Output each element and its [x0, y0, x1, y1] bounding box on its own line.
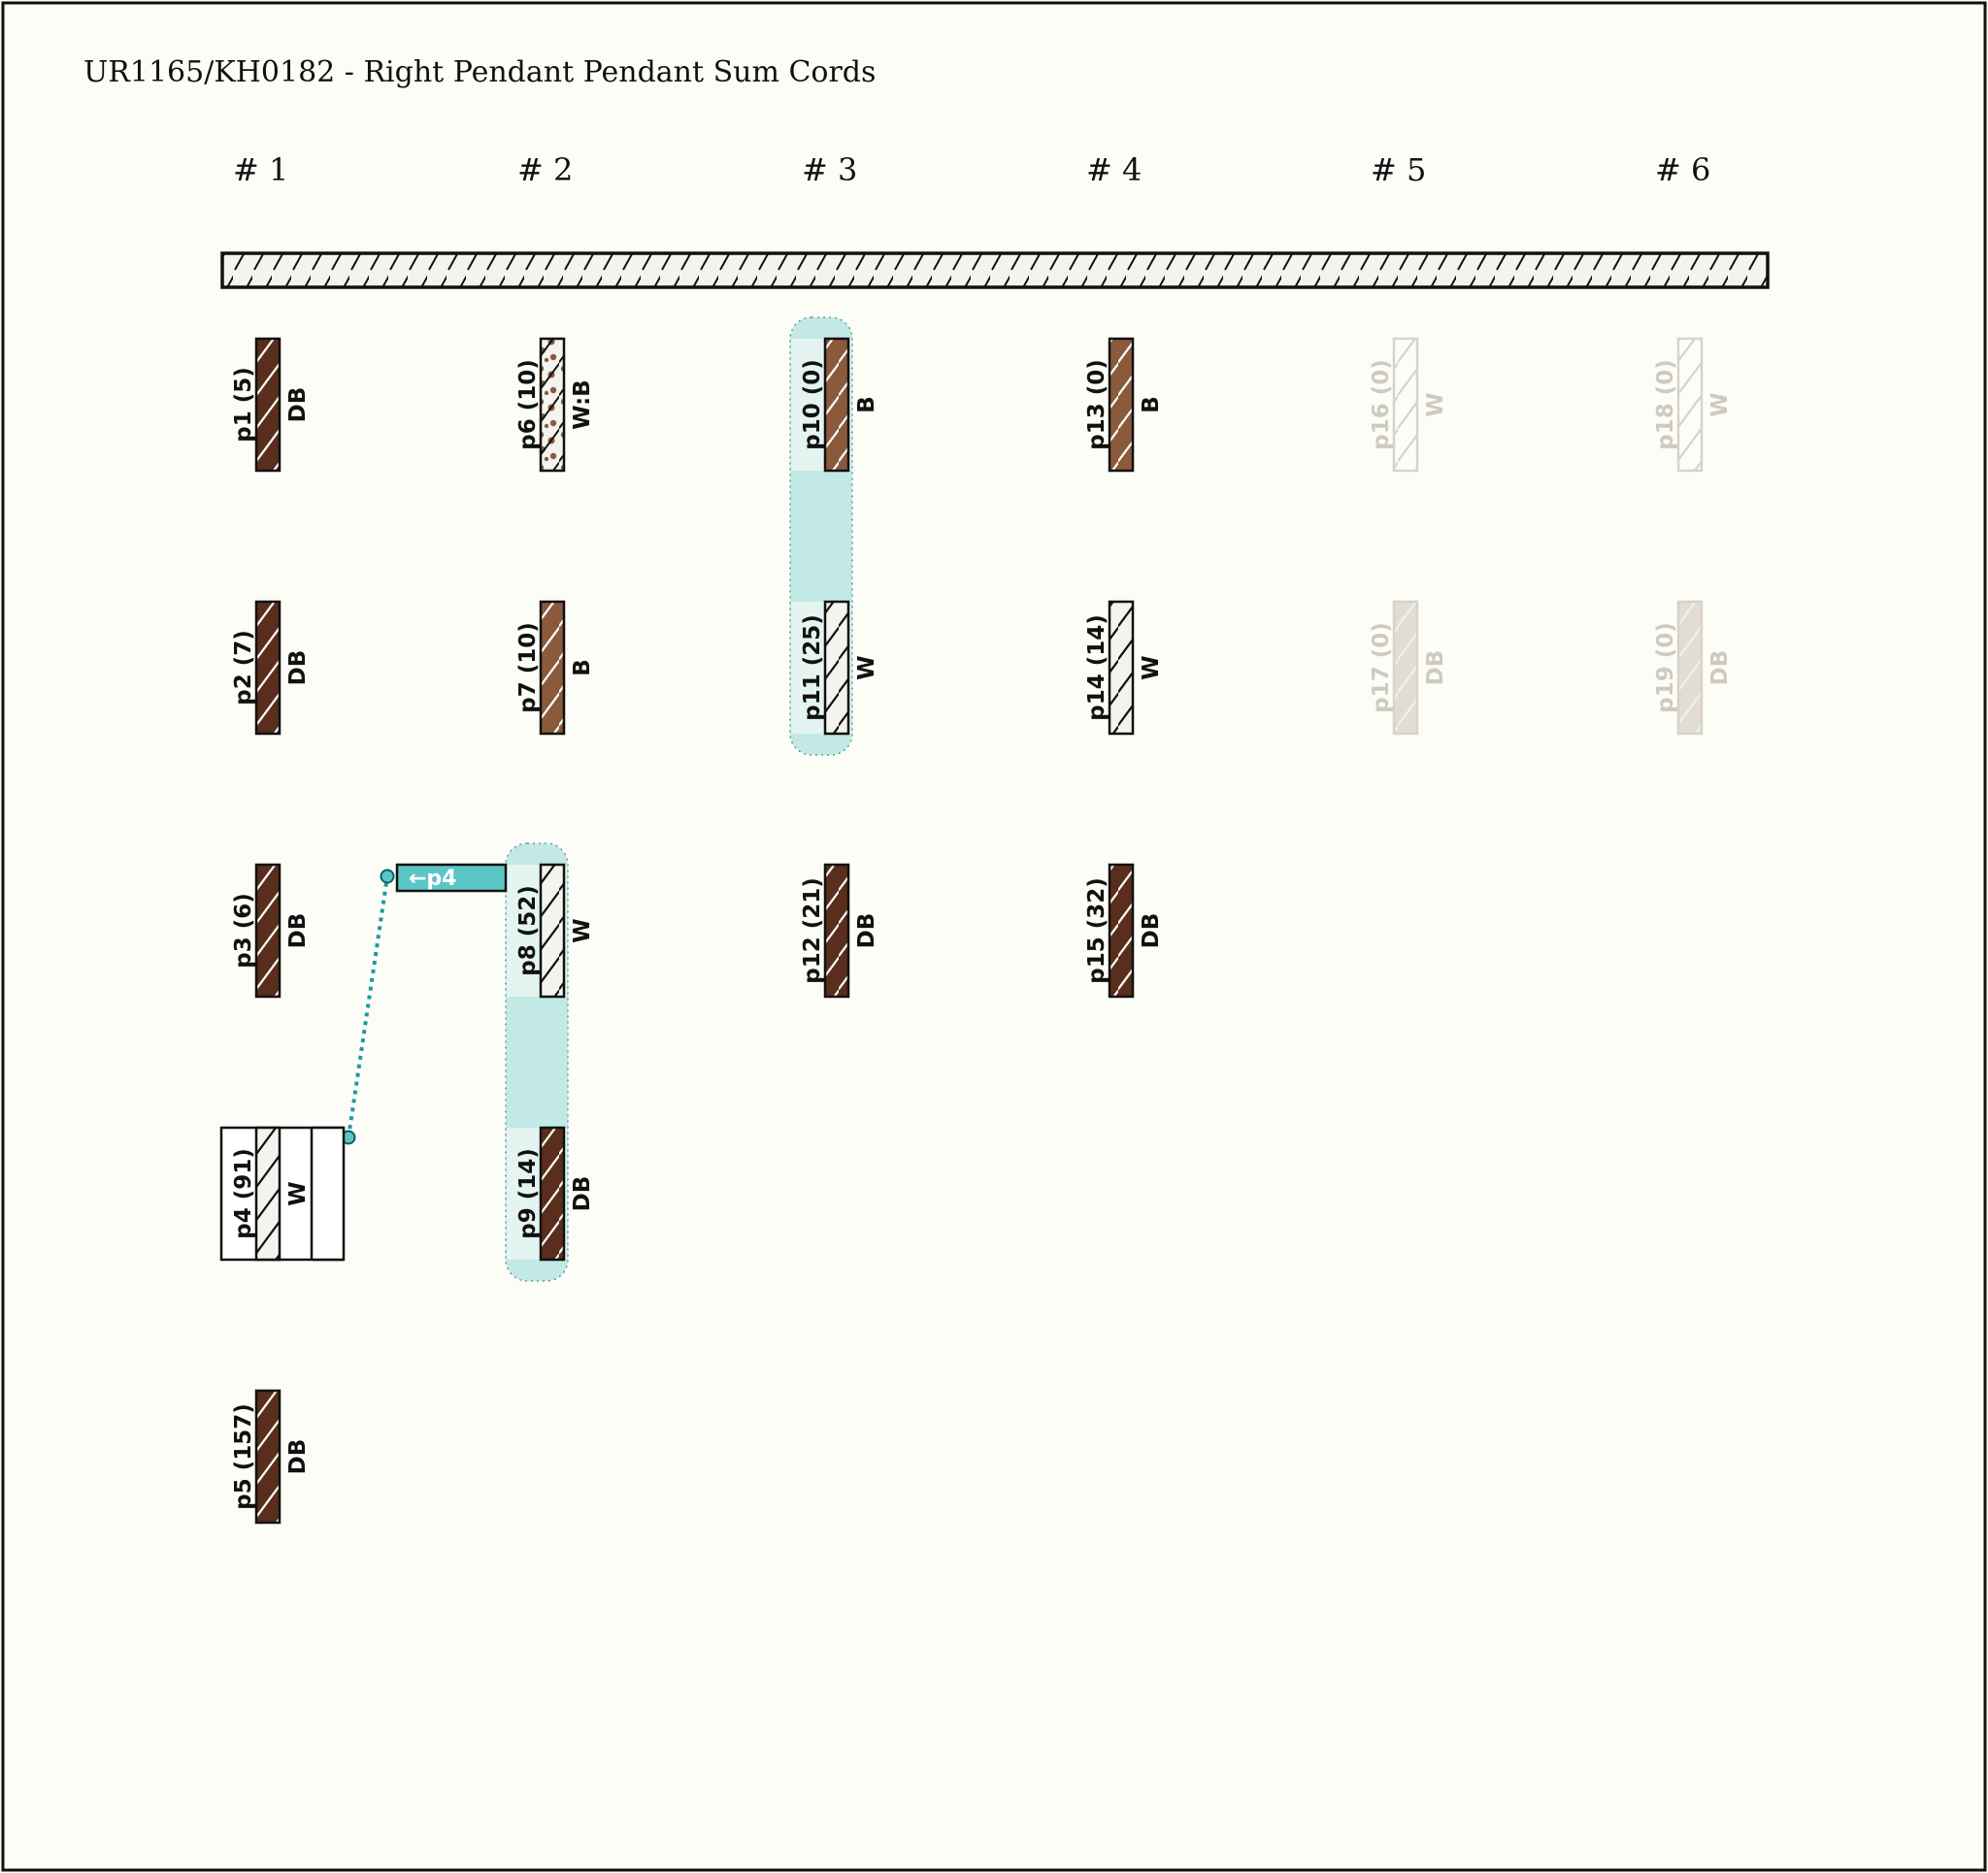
cord-color-code: DB: [1139, 913, 1164, 949]
cord-body: [1676, 600, 1704, 736]
cord-body: [1676, 337, 1704, 473]
cord-body: [1108, 600, 1135, 736]
pendant-cord-p8[interactable]: p8 (52) W: [515, 863, 595, 999]
cord-label: p9 (14): [515, 1148, 541, 1239]
pendant-cord-p2[interactable]: p2 (7) DB: [231, 600, 311, 736]
cord-color-code: DB: [1423, 650, 1448, 686]
pendant-cord-p9[interactable]: p9 (14) DB: [515, 1126, 595, 1262]
cord-body: [823, 863, 850, 999]
cord-label: p13 (0): [1084, 359, 1110, 450]
cord-body: [1108, 863, 1135, 999]
cord-label: p10 (0): [800, 359, 825, 450]
cord-body: [254, 1389, 282, 1525]
cord-color-code: DB: [570, 1176, 595, 1212]
link-tab-to-label: ←p4: [409, 867, 457, 891]
link-connector: [347, 875, 389, 1138]
group-label-6: # 6: [1655, 151, 1710, 188]
cord-label: p6 (10): [515, 359, 541, 450]
pendant-cord-p3[interactable]: p3 (6) DB: [231, 863, 311, 999]
cord-body: [254, 1126, 282, 1262]
pendant-cord-p11[interactable]: p11 (25) W: [800, 600, 879, 736]
cord-body: [539, 863, 566, 999]
cord-body: [1392, 337, 1419, 473]
cord-body: [823, 600, 850, 736]
group-label-5: # 5: [1371, 151, 1426, 188]
cord-color-code: DB: [285, 1439, 311, 1475]
cord-label: p11 (25): [800, 614, 825, 721]
group-labels: # 1 # 2 # 3 # 4 # 5 # 6: [233, 151, 1710, 188]
primary-cord: [220, 251, 1770, 289]
cord-body: [823, 337, 850, 473]
cord-label: p12 (21): [800, 877, 825, 984]
cord-color-code: W: [1423, 392, 1448, 416]
pendant-cord-p6[interactable]: p6 (10) W:B: [515, 337, 595, 473]
cord-body: [254, 863, 282, 999]
pendant-cord-p18[interactable]: p18 (0) W: [1653, 337, 1733, 473]
cord-color-code: W:B: [570, 379, 595, 429]
group-label-4: # 4: [1086, 151, 1142, 188]
cord-color-code: W: [1707, 392, 1733, 416]
cord-label: p18 (0): [1653, 359, 1678, 450]
pendant-cord-p12[interactable]: p12 (21) DB: [800, 863, 879, 999]
cord-label: p3 (6): [231, 893, 256, 969]
diagram-title: UR1165/KH0182 - Right Pendant Pendant Su…: [83, 55, 876, 89]
cord-label: p5 (157): [231, 1403, 256, 1510]
cord-label: p16 (0): [1369, 359, 1394, 450]
cord-color-code: DB: [285, 913, 311, 949]
pendant-cord-p4[interactable]: p4 (91) W: [219, 1126, 346, 1262]
cord-body: [539, 337, 566, 473]
pendant-cord-p5[interactable]: p5 (157) DB: [231, 1389, 311, 1525]
pendant-cord-p19[interactable]: p19 (0) DB: [1653, 600, 1733, 736]
group-label-2: # 2: [517, 151, 573, 188]
cord-body: [254, 600, 282, 736]
cord-color-code: W: [570, 918, 595, 942]
cord-color-code: B: [1139, 396, 1164, 413]
pendant-cord-p13[interactable]: p13 (0) B: [1084, 337, 1164, 473]
cord-label: p19 (0): [1653, 622, 1678, 713]
sum-cord-box: [219, 1126, 346, 1262]
cord-color-code: DB: [285, 650, 311, 686]
group-label-3: # 3: [802, 151, 857, 188]
cord-body: [539, 600, 566, 736]
cord-label: p17 (0): [1369, 622, 1394, 713]
cord-color-code: W: [1139, 655, 1164, 679]
cord-label: p15 (32): [1084, 877, 1110, 984]
link-tab-to[interactable]: [395, 863, 508, 893]
cord-color-code: B: [854, 396, 879, 413]
cord-label: p8 (52): [515, 885, 541, 976]
cord-body: [1108, 337, 1135, 473]
pendant-cord-p14[interactable]: p14 (14) W: [1084, 600, 1164, 736]
pendant-cord-p16[interactable]: p16 (0) W: [1369, 337, 1448, 473]
pendant-cord-p1[interactable]: p1 (5) DB: [231, 337, 311, 473]
cord-body: [254, 337, 282, 473]
pendant-cords: p1 (5) DB p2 (7) DB p3 (6) DB p4 (91) Wp5 (157)…: [219, 337, 1733, 1525]
pendant-cord-p10[interactable]: p10 (0) B: [800, 337, 879, 473]
cord-body: [539, 1126, 566, 1262]
cord-color-code: DB: [1707, 650, 1733, 686]
group-label-1: # 1: [233, 151, 288, 188]
cord-color-code: DB: [854, 913, 879, 949]
link-dot-to: [380, 869, 395, 884]
cord-body: [1392, 600, 1419, 736]
pendant-cord-p15[interactable]: p15 (32) DB: [1084, 863, 1164, 999]
cord-color-code: B: [570, 659, 595, 676]
pendant-cord-p7[interactable]: p7 (10) B: [515, 600, 595, 736]
cord-color-code: DB: [285, 387, 311, 423]
cord-color-code: W: [854, 655, 879, 679]
cord-label: p7 (10): [515, 622, 541, 713]
cord-label: p4 (91): [231, 1148, 256, 1239]
cord-label: p1 (5): [231, 367, 256, 443]
cord-color-code: W: [285, 1181, 311, 1205]
cord-label: p2 (7): [231, 630, 256, 706]
pendant-cord-p17[interactable]: p17 (0) DB: [1369, 600, 1448, 736]
cord-label: p14 (14): [1084, 614, 1110, 721]
